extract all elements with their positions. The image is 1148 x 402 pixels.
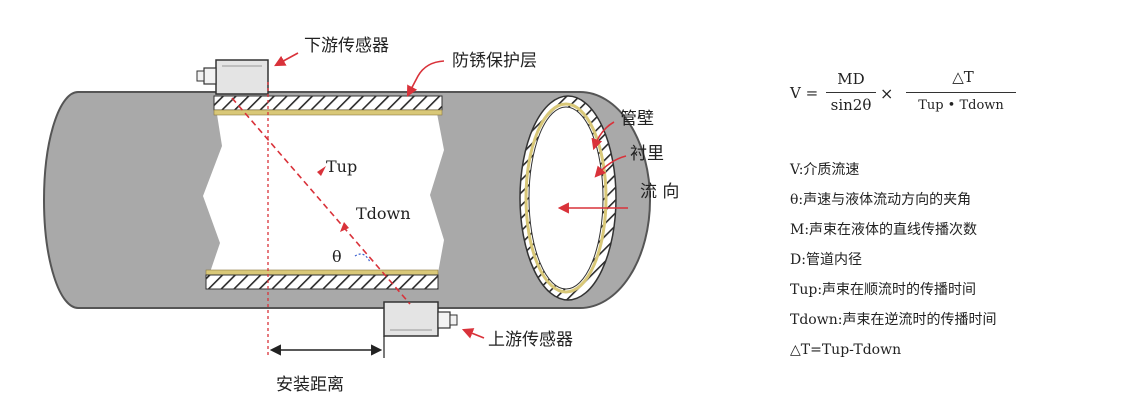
label-flow-direction: 流 向	[640, 182, 679, 202]
bottom-wall-section	[205, 274, 439, 290]
symbol-legend: V:介质流速 θ:声速与液体流动方向的夹角 M:声束在液体的直线传播次数 D:管…	[790, 155, 1140, 365]
legend-item: D:管道内径	[790, 252, 862, 268]
top-wall-section	[213, 95, 443, 111]
pipe-end-lining	[524, 102, 608, 294]
formula-times: ×	[880, 84, 894, 103]
label-lining: 衬里	[630, 144, 664, 164]
legend-item: △T=Tup-Tdown	[790, 342, 902, 358]
label-coating: 防锈保护层	[452, 51, 537, 71]
bottom-lining	[205, 269, 439, 276]
legend-item: V:介质流速	[790, 162, 860, 178]
coating-callout	[406, 60, 445, 97]
downstream-callout	[274, 52, 299, 67]
formula-denominator-1: sin2θ	[830, 96, 872, 114]
pipe-wall-callout	[591, 121, 615, 151]
lining-callout	[594, 155, 627, 178]
label-upstream-sensor: 上游传感器	[488, 330, 573, 350]
fraction-bar-2	[906, 92, 1016, 93]
tdown-arrow	[340, 222, 349, 232]
upstream-sensor	[383, 301, 458, 337]
legend-item: Tup:声束在顺流时的传播时间	[790, 282, 977, 298]
downstream-sensor	[196, 59, 269, 95]
label-install-distance: 安装距离	[276, 375, 344, 395]
pipe-end-interior	[528, 106, 604, 290]
formula-numerator-1: MD	[837, 70, 865, 88]
angle-arc	[354, 253, 371, 263]
upstream-callout	[461, 328, 485, 339]
formula-lhs: V =	[790, 84, 819, 102]
legend-item: Tdown:声束在逆流时的传播时间	[790, 312, 997, 328]
fraction-bar-1	[826, 92, 876, 93]
velocity-formula: V = MD sin2θ × △T Tup • Tdown	[788, 62, 1028, 122]
top-lining	[213, 109, 443, 116]
label-tdown: Tdown	[356, 204, 411, 223]
sound-path	[231, 97, 411, 305]
legend-item: θ:声速与液体流动方向的夹角	[790, 192, 972, 208]
cutaway-interior	[203, 108, 444, 284]
formula-denominator-2: Tup • Tdown	[918, 98, 1004, 113]
label-downstream-sensor: 下游传感器	[304, 36, 389, 56]
tup-arrow	[317, 166, 326, 176]
label-tup: Tup	[326, 157, 357, 176]
label-pipe-wall: 管壁	[620, 109, 654, 129]
formula-numerator-2: △T	[952, 68, 974, 86]
label-theta: θ	[332, 247, 342, 266]
legend-item: M:声束在液体的直线传播次数	[790, 222, 978, 238]
